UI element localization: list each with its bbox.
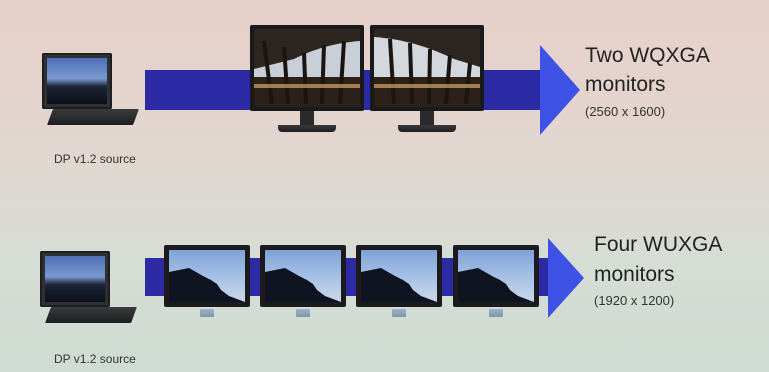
monitor-icon <box>250 25 368 135</box>
bridge-image <box>254 29 360 107</box>
row1-title-line2: monitors <box>585 73 666 97</box>
row2-arrow-head <box>548 238 584 318</box>
monitor-icon <box>453 245 543 325</box>
laptop-icon <box>30 246 140 331</box>
monitor-icon <box>370 25 488 135</box>
row2-title-line2: monitors <box>594 263 675 287</box>
row2-resolution: (1920 x 1200) <box>594 293 674 309</box>
row2-title-line1: Four WUXGA <box>594 233 722 257</box>
row1-resolution: (2560 x 1600) <box>585 104 665 120</box>
laptop-icon <box>32 48 142 133</box>
row1-source-label: DP v1.2 source <box>54 152 136 166</box>
row1-arrow-head <box>540 45 580 135</box>
monitor-icon <box>164 245 254 325</box>
row1-title-line1: Two WQXGA <box>585 44 710 68</box>
monitor-icon <box>260 245 350 325</box>
row2-source-label: DP v1.2 source <box>54 352 136 366</box>
monitor-icon <box>356 245 446 325</box>
bridge-image <box>374 29 480 107</box>
